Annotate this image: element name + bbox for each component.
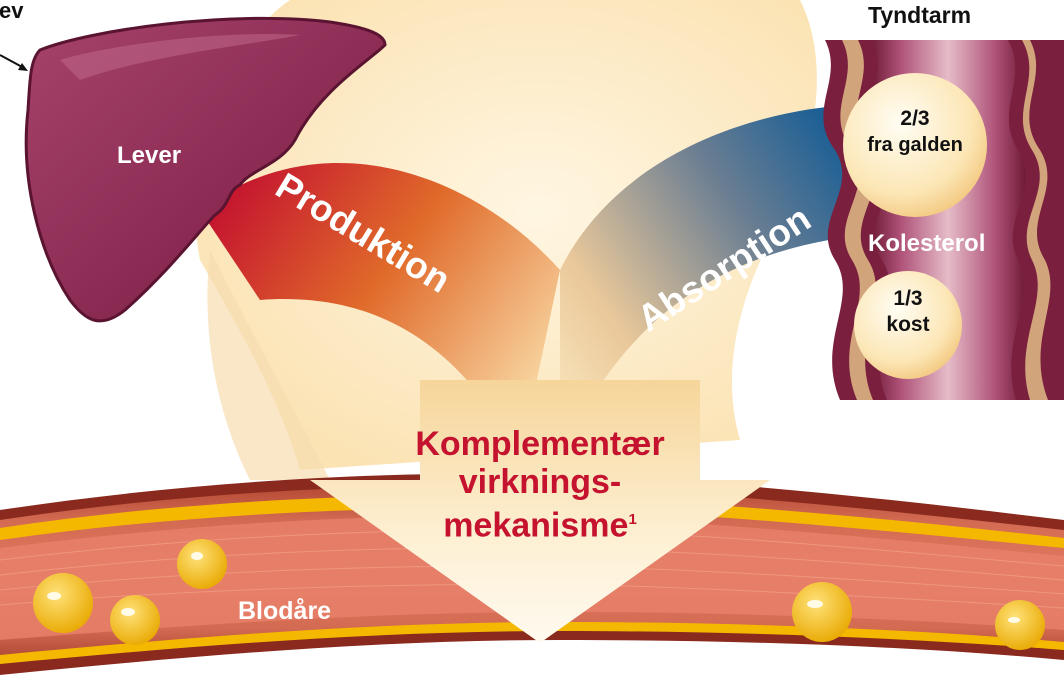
bile-fraction: 2/3 (855, 106, 975, 132)
cholesterol-label: Kolesterol (868, 230, 985, 258)
mechanism-line-3: mekanisme1 (380, 501, 700, 544)
mechanism-line-3-text: mekanisme (443, 506, 628, 544)
bile-source: fra galden (855, 132, 975, 158)
small-intestine-title: Tyndtarm (868, 2, 971, 29)
diet-fraction: 1/3 (858, 286, 958, 312)
liver-label: Lever (117, 142, 181, 170)
corner-partial-label: ev (0, 0, 23, 24)
mechanism-line-2: virknings- (380, 463, 700, 501)
blood-vessel-label: Blodåre (238, 597, 331, 626)
diet-source: kost (858, 312, 958, 338)
mechanism-footnote: 1 (628, 511, 636, 528)
mechanism-line-1: Komplementær (380, 425, 700, 463)
